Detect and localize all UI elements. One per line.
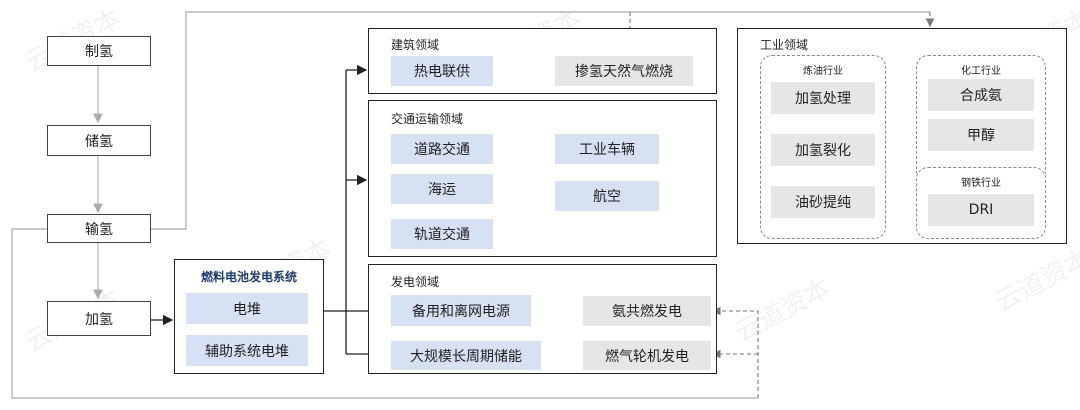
chemical-item: 合成氨: [928, 79, 1034, 111]
steel-item: DRI: [928, 194, 1034, 226]
transport-shipping: 海运: [391, 174, 493, 204]
refining-item: 加氢裂化: [771, 134, 875, 166]
chain-produce: 制氢: [47, 36, 151, 66]
fuel-cell-title: 燃料电池发电系统: [200, 270, 297, 284]
power-panel: 发电领域 备用和离网电源 氨共燃发电 大规模长周期储能 燃气轮机发电: [368, 264, 717, 374]
refining-title: 炼油行业: [803, 66, 843, 77]
transport-rail: 轨道交通: [391, 219, 493, 249]
transport-title: 交通运输领域: [391, 112, 464, 126]
power-backup: 备用和离网电源: [391, 295, 531, 326]
power-ammonia: 氨共燃发电: [583, 296, 711, 326]
transport-panel: 交通运输领域 道路交通 工业车辆 海运 航空 轨道交通: [368, 100, 717, 257]
steel-group: 钢铁行业 DRI: [916, 167, 1046, 239]
refining-item: 油砂提纯: [771, 186, 875, 218]
chain-transport: 输氢: [47, 214, 151, 243]
transport-industrial-vehicle: 工业车辆: [555, 134, 659, 164]
chain-store: 储氢: [47, 125, 151, 156]
building-blend: 掺氢天然气燃烧: [555, 56, 693, 86]
power-storage: 大规模长周期储能: [391, 341, 541, 370]
transport-aviation: 航空: [555, 181, 659, 211]
fuel-cell-panel: 燃料电池发电系统 电堆 辅助系统电堆: [174, 259, 324, 374]
steel-title: 钢铁行业: [961, 178, 1001, 189]
industry-title: 工业领域: [760, 38, 809, 52]
chemical-item: 甲醇: [928, 119, 1034, 151]
chemical-title: 化工行业: [961, 66, 1001, 77]
refining-group: 炼油行业 加氢处理 加氢裂化 油砂提纯: [760, 55, 886, 239]
fuel-cell-aux: 辅助系统电堆: [186, 335, 308, 366]
power-title: 发电领域: [391, 275, 440, 289]
building-chp: 热电联供: [391, 56, 493, 86]
power-turbine: 燃气轮机发电: [583, 341, 711, 370]
chemical-group: 化工行业 合成氨 甲醇: [916, 55, 1046, 183]
transport-road: 道路交通: [391, 134, 493, 164]
building-title: 建筑领域: [391, 38, 440, 52]
building-panel: 建筑领域 热电联供 掺氢天然气燃烧: [368, 28, 717, 94]
industry-panel: 工业领域 炼油行业 加氢处理 加氢裂化 油砂提纯 化工行业 合成氨 甲醇 钢铁行…: [737, 28, 1067, 244]
refining-item: 加氢处理: [771, 82, 875, 114]
fuel-cell-stack: 电堆: [186, 293, 308, 324]
chain-refuel: 加氢: [47, 301, 151, 336]
